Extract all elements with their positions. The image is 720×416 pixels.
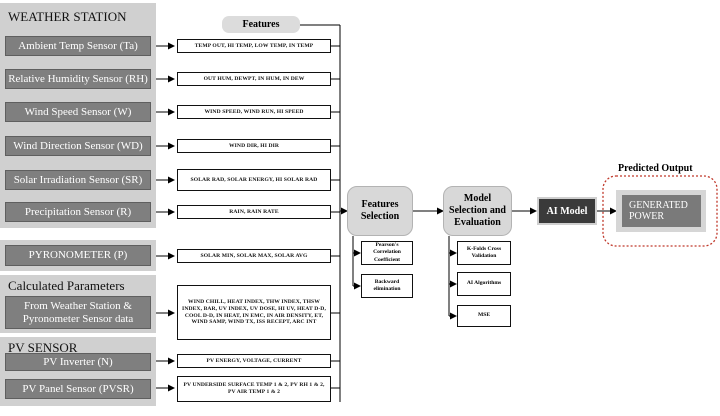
feature-box-wind-speed: WIND SPEED, WIND RUN, HI SPEED [177,105,331,119]
sensor-solar-irradiation: Solar Irradiation Sensor (SR) [5,170,151,190]
sensor-wind-speed: Wind Speed Sensor (W) [5,102,151,122]
sensor-pv-panel: PV Panel Sensor (PVSR) [5,379,151,399]
features-header: Features [222,16,300,33]
method-backward-elimination: Backward elimination [361,274,413,298]
method-mse: MSE [457,305,511,327]
feature-box-pv-inverter: PV ENERGY, VOLTAGE, CURRENT [177,354,331,368]
feature-box-solar: SOLAR RAD, SOLAR ENERGY, HI SOLAR RAD [177,169,331,191]
feature-box-humidity: OUT HUM, DEWPT, IN HUM, IN DEW [177,72,331,86]
sensor-relative-humidity: Relative Humidity Sensor (RH) [5,69,151,89]
feature-box-rain: RAIN, RAIN RATE [177,205,331,219]
sensor-pyronometer: PYRONOMETER (P) [5,245,151,266]
sensor-precipitation: Precipitation Sensor (R) [5,202,151,222]
features-selection-stage: Features Selection [347,186,413,236]
method-pearson: Pearson's Correlation Coefficient [361,241,413,265]
ai-model-box: AI Model [537,197,597,225]
feature-box-pv-panel: PV UNDERSIDE SURFACE TEMP 1 & 2, PV RH 1… [177,376,331,402]
method-kfolds: K-Folds Cross Validation [457,241,511,265]
calculated-parameters-title: Calculated Parameters [8,278,125,293]
method-ai-algorithms: AI Algorithms [457,272,511,296]
weather-station-title: WEATHER STATION [8,9,127,24]
model-selection-stage: Model Selection and Evaluation [443,186,512,236]
feature-box-temp: TEMP OUT, HI TEMP, LOW TEMP, IN TEMP [177,39,331,53]
sensor-calculated-source: From Weather Station & Pyronometer Senso… [5,296,151,329]
sensor-ambient-temp: Ambient Temp Sensor (Ta) [5,36,151,56]
feature-box-calculated: WIND CHILL, HEAT INDEX, THW INDEX, THSW … [177,285,331,340]
output-dashed-border [602,175,718,247]
pv-sensor-title: PV SENSOR [8,340,78,355]
feature-box-wind-dir: WIND DIR, HI DIR [177,139,331,153]
feature-box-pyronometer: SOLAR MIN, SOLAR MAX, SOLAR AVG [177,249,331,263]
sensor-pv-inverter: PV Inverter (N) [5,353,151,371]
predicted-output-title: Predicted Output [618,163,693,174]
generated-power-box: GENERATED POWER [622,195,701,227]
sensor-wind-direction: Wind Direction Sensor (WD) [5,136,151,156]
